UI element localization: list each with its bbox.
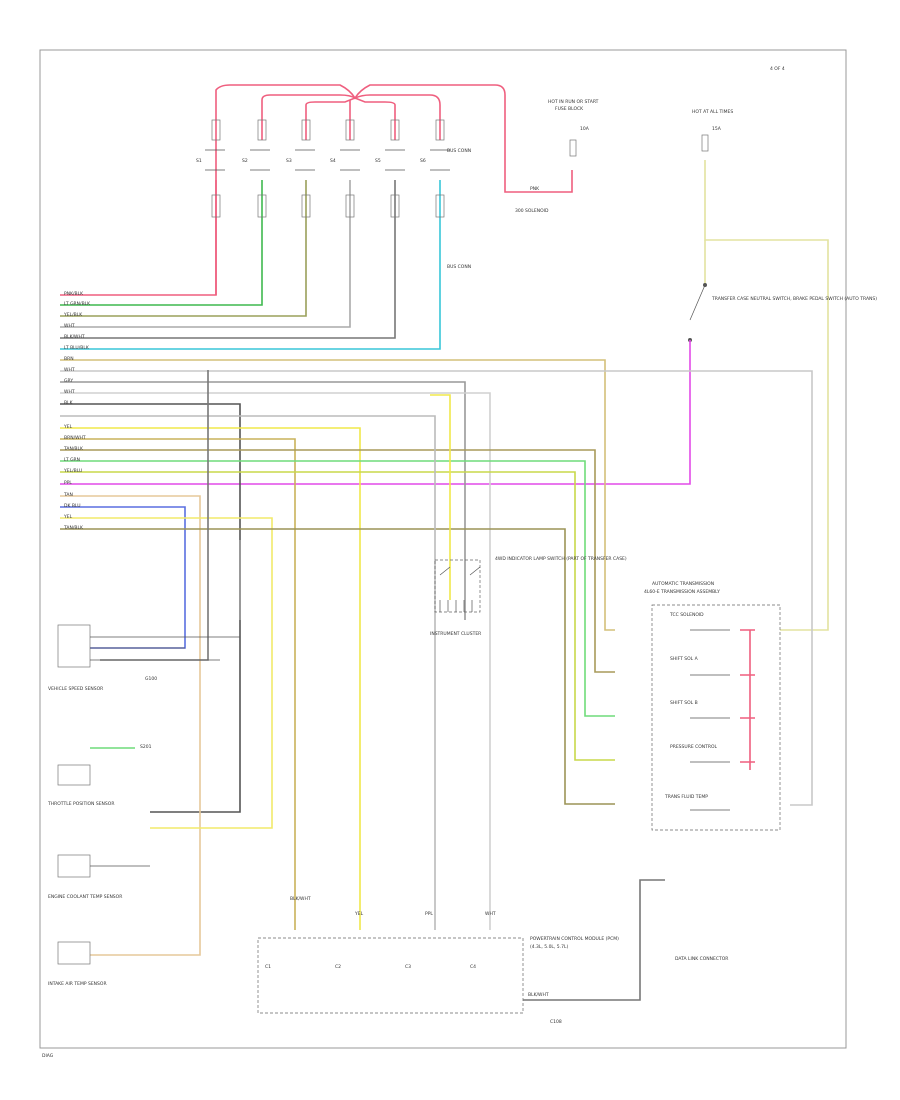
harness-wire-label: TAN/BLK: [63, 525, 84, 531]
harness-wire-label: TAN: [63, 492, 73, 498]
harness-wire-label: BLK/WHT: [64, 334, 85, 340]
svg-text:PNK: PNK: [530, 186, 540, 192]
left-sensors: VEHICLE SPEED SENSOR G100 S201 THROTTLE …: [47, 624, 240, 987]
svg-text:POWERTRAIN CONTROL MODULE (PCM: POWERTRAIN CONTROL MODULE (PCM): [530, 936, 619, 942]
svg-text:FUSE BLOCK: FUSE BLOCK: [555, 106, 584, 112]
harness-wire-label: BLK: [64, 400, 74, 406]
svg-text:C108: C108: [550, 1019, 562, 1025]
harness-wire-label: TAN/BLK: [63, 446, 84, 452]
svg-text:WHT: WHT: [485, 911, 496, 917]
fuse-block-hot-at-all-times: HOT AT ALL TIMES 15A: [692, 109, 829, 631]
svg-text:TCC SOLENOID: TCC SOLENOID: [669, 612, 704, 618]
harness-wire-label: LT BLU/BLK: [64, 345, 90, 351]
brake-pedal-switch: TRANSFER CASE NEUTRAL SWITCH, BRAKE PEDA…: [60, 283, 877, 485]
splice-note: BUS CONN: [447, 148, 471, 154]
svg-text:SHIFT SOL A: SHIFT SOL A: [670, 656, 699, 662]
svg-text:(4.3L, 5.0L, 5.7L): (4.3L, 5.0L, 5.7L): [530, 944, 568, 950]
page-id: 4 OF 4: [770, 66, 785, 72]
splice-label-3: S3: [286, 158, 292, 164]
splice-label-1: S1: [196, 158, 202, 164]
harness-wire-label: WHT: [64, 367, 75, 373]
svg-text:4WD INDICATOR LAMP SWITCH (PAR: 4WD INDICATOR LAMP SWITCH (PART OF TRANS…: [495, 556, 627, 562]
svg-text:YEL: YEL: [354, 911, 364, 917]
harness-wire-label: BRN: [64, 356, 74, 362]
svg-text:10A: 10A: [580, 126, 590, 132]
upper-splice-tree: S1 S2 S3 S4 S5 S6 BUS CONN BUS CONN: [60, 84, 573, 350]
svg-text:PRESSURE CONTROL: PRESSURE CONTROL: [670, 744, 718, 750]
svg-text:AUTOMATIC TRANSMISSION: AUTOMATIC TRANSMISSION: [652, 581, 714, 587]
svg-text:C3: C3: [405, 964, 411, 970]
svg-text:HOT IN RUN OR START: HOT IN RUN OR START: [548, 99, 599, 105]
harness-wire-label: DK BLU: [64, 503, 81, 509]
fuse-block-hot-in-run: HOT IN RUN OR START FUSE BLOCK 10A PNK 3…: [515, 99, 599, 214]
harness-wire-label: GRY: [64, 378, 73, 384]
svg-text:15A: 15A: [712, 126, 722, 132]
fuse-row: [205, 119, 450, 218]
harness-bundle: [60, 359, 813, 956]
bus-conn-note: BUS CONN: [447, 264, 471, 270]
harness-wire-label: PPL: [64, 480, 72, 486]
auto-trans-assembly: AUTOMATIC TRANSMISSION 4L60-E TRANSMISSI…: [644, 581, 781, 831]
svg-text:C2: C2: [335, 964, 341, 970]
svg-text:INTAKE AIR TEMP SENSOR: INTAKE AIR TEMP SENSOR: [48, 981, 107, 987]
splice-label-4: S4: [330, 158, 336, 164]
harness-wire-label: LT GRN/BLK: [64, 301, 91, 307]
svg-text:4L60-E TRANSMISSION ASSEMBLY: 4L60-E TRANSMISSION ASSEMBLY: [644, 589, 720, 595]
svg-text:BLK/WHT: BLK/WHT: [528, 992, 549, 998]
footer-code: DIAG: [42, 1053, 54, 1059]
svg-text:S201: S201: [140, 744, 152, 750]
harness-wire-label: YEL: [63, 514, 73, 520]
svg-text:TRANS FLUID TEMP: TRANS FLUID TEMP: [664, 794, 708, 800]
diagram-frame: [39, 49, 847, 1049]
svg-text:VEHICLE SPEED SENSOR: VEHICLE SPEED SENSOR: [48, 686, 103, 692]
svg-text:BLK/WHT: BLK/WHT: [290, 896, 311, 902]
svg-text:PPL: PPL: [425, 911, 433, 917]
splice-label-6: S6: [420, 158, 426, 164]
svg-text:SHIFT SOL B: SHIFT SOL B: [670, 700, 698, 706]
harness-wire-label: YEL/BLU: [63, 468, 82, 474]
harness-wire-label: WHT: [64, 323, 75, 329]
harness-wire-label: LT GRN: [64, 457, 80, 463]
svg-text:THROTTLE POSITION SENSOR: THROTTLE POSITION SENSOR: [47, 801, 114, 807]
harness-wire-label: WHT: [64, 389, 75, 395]
svg-text:ENGINE COOLANT TEMP SENSOR: ENGINE COOLANT TEMP SENSOR: [48, 894, 122, 900]
svg-text:TRANSFER CASE NEUTRAL SWITCH,: TRANSFER CASE NEUTRAL SWITCH, BRAKE PEDA…: [711, 296, 877, 302]
pcm-module: POWERTRAIN CONTROL MODULE (PCM) (4.3L, 5…: [257, 879, 728, 1025]
harness-wire-label: YEL: [63, 424, 73, 430]
instrument-cluster: 4WD INDICATOR LAMP SWITCH (PART OF TRANS…: [430, 556, 627, 637]
harness-wire-label: YEL/BLK: [63, 312, 83, 318]
svg-text:C1: C1: [265, 964, 271, 970]
svg-text:C4: C4: [470, 964, 476, 970]
harness-labels: PNK/BLK LT GRN/BLK YEL/BLK WHT BLK/WHT LT BLU…: [63, 291, 91, 531]
svg-text:G100: G100: [145, 676, 157, 682]
svg-text:300 SOLENOID: 300 SOLENOID: [515, 208, 549, 214]
svg-text:HOT AT ALL TIMES: HOT AT ALL TIMES: [692, 109, 733, 115]
harness-wire-label: PNK/BLK: [64, 291, 84, 297]
svg-text:DATA LINK CONNECTOR: DATA LINK CONNECTOR: [675, 956, 728, 962]
harness-wire-label: BRN/WHT: [64, 435, 86, 441]
splice-label-2: S2: [242, 158, 248, 164]
splice-label-5: S5: [375, 158, 381, 164]
svg-text:INSTRUMENT CLUSTER: INSTRUMENT CLUSTER: [430, 631, 481, 637]
